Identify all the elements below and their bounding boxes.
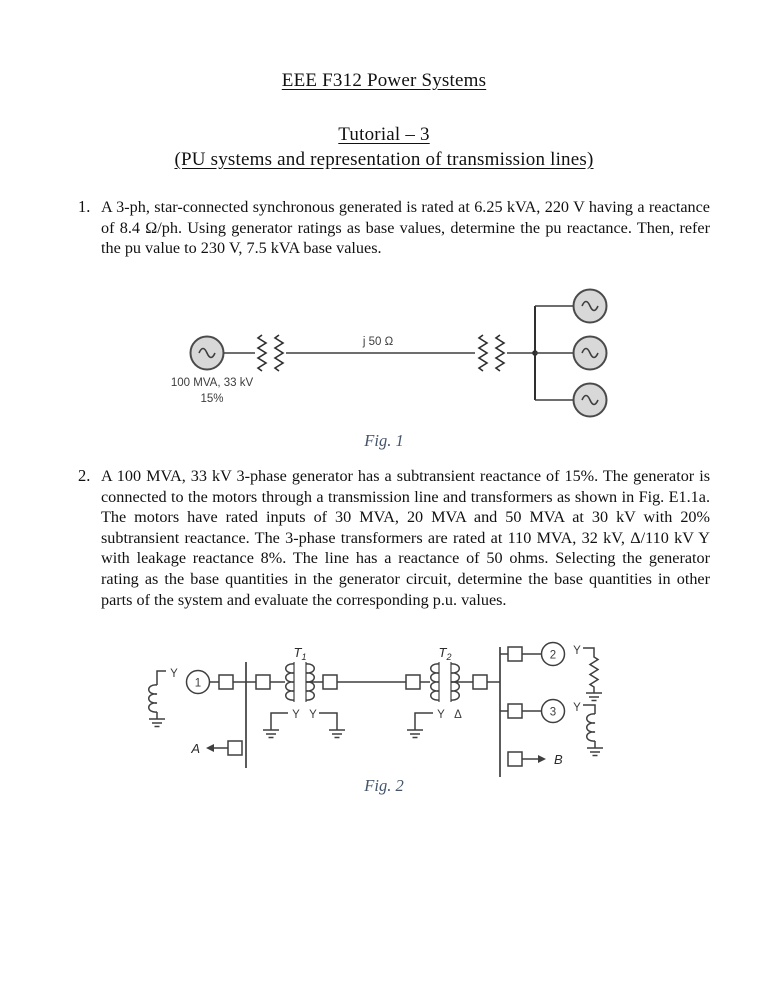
problem-2-text: A 100 MVA, 33 kV 3-phase generator has a… — [101, 467, 710, 609]
feeder-b-arrow — [522, 755, 546, 763]
transformer-t1-label: T1 — [294, 645, 307, 662]
generator-1-number: 1 — [195, 678, 201, 690]
wye-label: Y — [573, 702, 581, 714]
feeder-b-label: B — [554, 752, 563, 767]
breaker-icon — [255, 674, 271, 690]
problem-2: 2. A 100 MVA, 33 kV 3-phase generator ha… — [78, 466, 710, 610]
generator-1-icon: 1 — [185, 669, 211, 695]
transformer-icon — [478, 334, 505, 372]
problem-1-number: 1. — [78, 197, 91, 216]
figure-2-caption: Fig. 2 — [364, 776, 404, 795]
breaker-icon — [507, 703, 523, 719]
breaker-icon — [507, 646, 523, 662]
breaker-icon — [218, 674, 234, 690]
tutorial-subtitle-text: (PU systems and representation of transm… — [174, 149, 594, 170]
generator-reactance-label: 15% — [200, 393, 223, 405]
problem-1-text: A 3-ph, star-connected synchronous gener… — [101, 198, 710, 258]
tutorial-title: Tutorial – 3 — [0, 124, 768, 146]
breaker-icon — [227, 740, 243, 756]
problem-2-number: 2. — [78, 466, 91, 485]
breaker-icon — [405, 674, 421, 690]
problem-1: 1. A 3-ph, star-connected synchronous ge… — [78, 197, 710, 259]
motor-2-grounding-resistor — [583, 647, 603, 702]
tutorial-subtitle: (PU systems and representation of transm… — [0, 149, 768, 171]
motor-icon — [572, 382, 608, 418]
motor-icon — [572, 335, 608, 371]
line-impedance-label: j 50 Ω — [362, 336, 394, 348]
feeder-a-arrow — [206, 744, 228, 752]
breaker-icon — [472, 674, 488, 690]
motor-3-number: 3 — [550, 707, 556, 719]
transformer-icon — [257, 334, 284, 372]
figure-2-diagram: Y 1 T1 Y Y — [148, 641, 604, 777]
figure-1-diagram: j 50 Ω 100 MVA, 33 kV 15% — [171, 288, 608, 418]
motor-2-icon: 2 — [540, 641, 566, 667]
motor-2-number: 2 — [550, 650, 556, 662]
course-title-text: EEE F312 Power Systems — [281, 70, 487, 91]
neutral-grounding-coil — [148, 670, 166, 728]
wye-label: Y — [309, 709, 317, 721]
generator-icon — [189, 335, 225, 371]
breaker-icon — [322, 674, 338, 690]
breaker-icon — [507, 751, 523, 767]
transformer-t1-icon — [285, 662, 323, 702]
wye-label: Y — [170, 668, 178, 680]
t2-wye-ground — [406, 712, 433, 739]
page-title: EEE F312 Power Systems — [0, 70, 768, 92]
tutorial-title-text: Tutorial – 3 — [338, 124, 430, 145]
generator-rating-label: 100 MVA, 33 kV — [171, 377, 254, 389]
feeder-a-label: A — [190, 741, 200, 756]
motor-3-grounding-coil — [583, 704, 604, 757]
motor-3-icon: 3 — [540, 698, 566, 724]
transformer-t2-label: T2 — [439, 645, 452, 662]
motor-icon — [572, 288, 608, 324]
wye-label: Y — [437, 709, 445, 721]
delta-label: Δ — [454, 709, 462, 721]
wye-label: Y — [292, 709, 300, 721]
figure-1-caption: Fig. 1 — [364, 431, 404, 450]
wye-label: Y — [573, 645, 581, 657]
t1-wye-grounds — [262, 712, 346, 739]
transformer-t2-icon — [430, 662, 473, 702]
